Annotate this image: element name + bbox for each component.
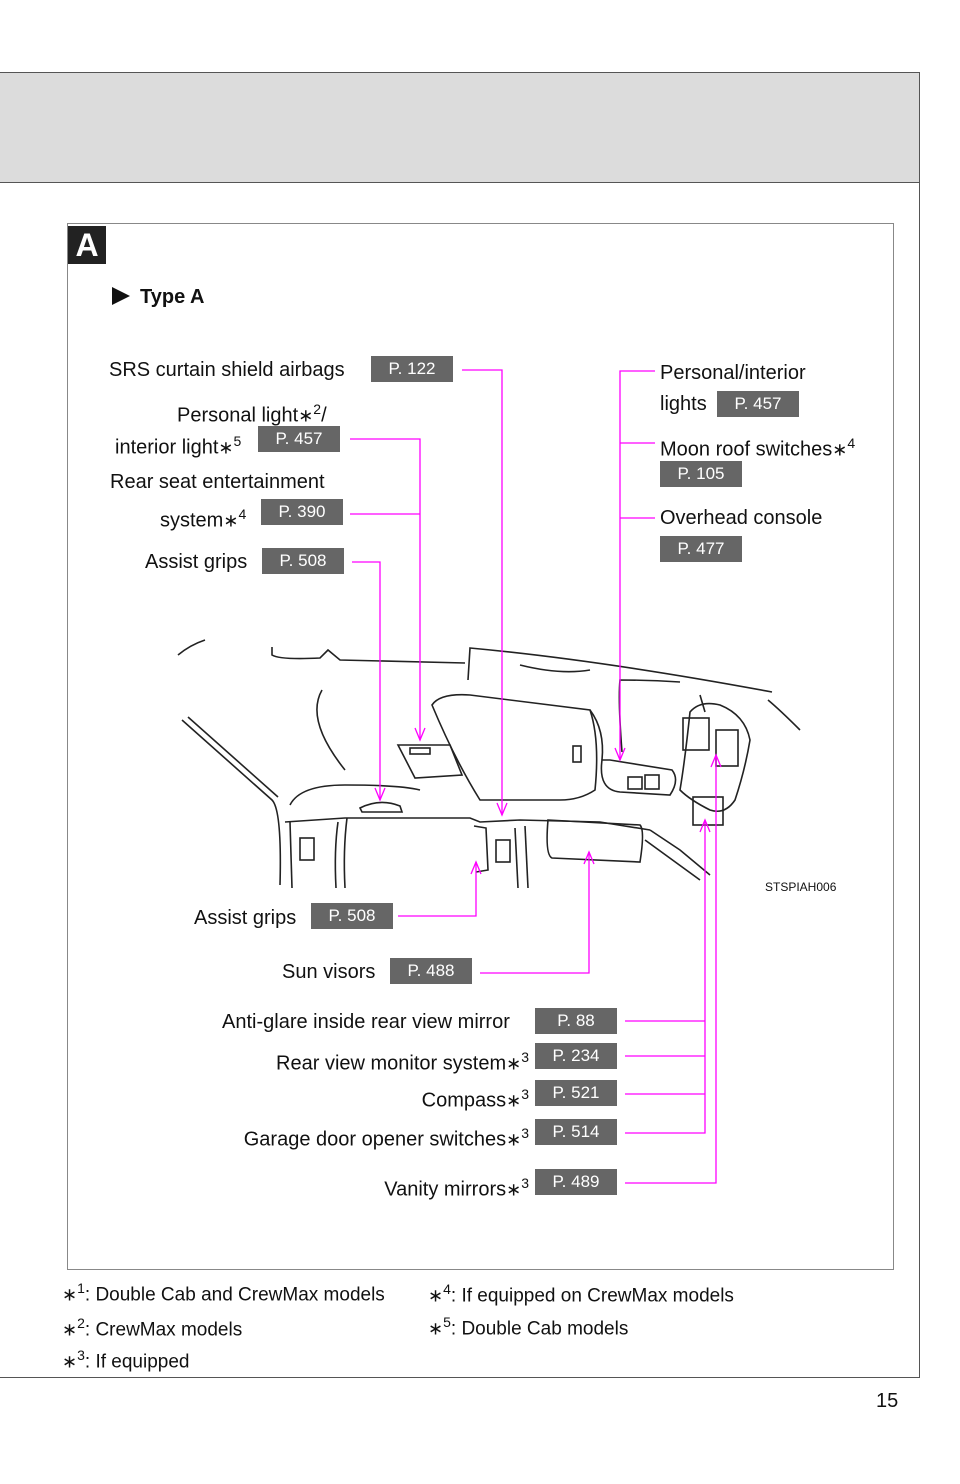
page-ref-vanity[interactable]: P. 489 [535,1169,617,1195]
label-lights: lights [660,393,707,415]
footnote-text: : If equipped [84,1351,190,1373]
label-assist-grips-top: Assist grips [145,551,248,573]
label-text: Garage door opener switches [243,1128,507,1151]
label-compass: Compass∗3 [422,1082,529,1113]
asterisk: ∗ [223,510,239,531]
page-ref-garage[interactable]: P. 514 [535,1119,617,1145]
image-code: STSPIAH006 [765,880,837,894]
label-overhead: Overhead console [660,507,823,529]
page-ref-moon-roof[interactable]: P. 105 [660,461,742,487]
label-text: Moon roof switches [660,438,833,461]
footnote-ref: 4 [847,435,856,451]
footnote-2: ∗2: CrewMax models [62,1315,242,1341]
label-garage: Garage door opener switches∗3 [244,1121,529,1152]
label-text: Rear view monitor system [276,1052,507,1075]
page-ref-sun-visors[interactable]: P. 488 [390,958,472,984]
page-ref-compass[interactable]: P. 521 [535,1080,617,1106]
asterisk: ∗ [506,1129,522,1150]
triangle-icon [112,287,130,305]
footnote-ref: 2 [313,401,322,417]
asterisk: ∗ [506,1179,522,1200]
page-ref-rear-monitor[interactable]: P. 234 [535,1043,617,1069]
footnote-ref: 5 [233,433,242,449]
footnote-ref: 4 [238,506,247,522]
footnote-num: 2 [77,1315,85,1331]
page-ref-rear-seat[interactable]: P. 390 [261,499,343,525]
footnote-num: 4 [443,1281,451,1297]
page-ref-anti-glare[interactable]: P. 88 [535,1008,617,1034]
page-ref-personal-interior[interactable]: P. 457 [717,391,799,417]
page-number: 15 [876,1390,899,1412]
page-ref-overhead[interactable]: P. 477 [660,536,742,562]
page-ref-assist-grips-top[interactable]: P. 508 [262,548,344,574]
car-interior-drawing [177,639,801,889]
label-interior-light: interior light∗5 [115,429,241,460]
leader-lines [350,369,722,1184]
label-text: Vanity mirrors [384,1178,507,1201]
footnote-3: ∗3: If equipped [62,1347,189,1373]
label-moon-roof: Moon roof switches∗4 [660,431,855,462]
asterisk: ∗ [506,1053,522,1074]
footnote-ref: 3 [521,1049,529,1065]
figure-frame [67,223,894,1270]
label-text: system [160,509,224,532]
asterisk: ∗ [506,1090,522,1111]
footnote-text: : Double Cab and CrewMax models [84,1284,385,1306]
label-vanity: Vanity mirrors∗3 [384,1171,529,1202]
label-personal-light: Personal light∗2/ [177,397,327,428]
footnote-num: 1 [77,1280,85,1296]
label-personal-interior: Personal/interior [660,362,806,384]
page-ref-assist-grips-bottom[interactable]: P. 508 [311,903,393,929]
asterisk: ∗ [428,1285,444,1306]
label-sun-visors: Sun visors [282,961,376,983]
label-rear-monitor: Rear view monitor system∗3 [276,1045,529,1076]
label-text: Personal light [177,404,299,427]
page-ref-srs[interactable]: P. 122 [371,356,453,382]
label-srs: SRS curtain shield airbags [109,359,345,381]
asterisk: ∗ [62,1319,78,1340]
footnote-1: ∗1: Double Cab and CrewMax models [62,1280,385,1306]
asterisk: ∗ [428,1318,444,1339]
asterisk: ∗ [218,437,234,458]
section-badge: A [68,226,106,264]
footnote-text: : CrewMax models [84,1319,243,1341]
asterisk: ∗ [62,1284,78,1305]
header-band [0,72,920,183]
page-border-bottom [0,1377,920,1378]
footnote-text: : Double Cab models [450,1318,629,1340]
label-anti-glare: Anti-glare inside rear view mirror [222,1011,510,1033]
asterisk: ∗ [832,439,848,460]
label-text: interior light [115,436,219,459]
type-heading: Type A [112,286,204,309]
footnote-ref: 3 [521,1175,529,1191]
label-text: Compass [421,1089,507,1112]
footnote-num: 3 [77,1347,85,1363]
label-assist-grips-bottom: Assist grips [194,907,297,929]
footnote-text: : If equipped on CrewMax models [450,1285,734,1307]
asterisk: ∗ [62,1351,78,1372]
footnote-ref: 3 [521,1086,529,1102]
label-rear-seat: Rear seat entertainment [110,471,325,493]
slash: / [321,404,327,427]
asterisk: ∗ [298,405,314,426]
type-heading-text: Type A [140,286,205,308]
page-border-right [919,181,920,1377]
footnote-4: ∗4: If equipped on CrewMax models [428,1281,734,1307]
footnote-5: ∗5: Double Cab models [428,1314,628,1340]
page-ref-personal-light[interactable]: P. 457 [258,426,340,452]
label-rear-seat-2: system∗4 [160,502,246,533]
footnote-num: 5 [443,1314,451,1330]
footnote-ref: 3 [521,1125,529,1141]
